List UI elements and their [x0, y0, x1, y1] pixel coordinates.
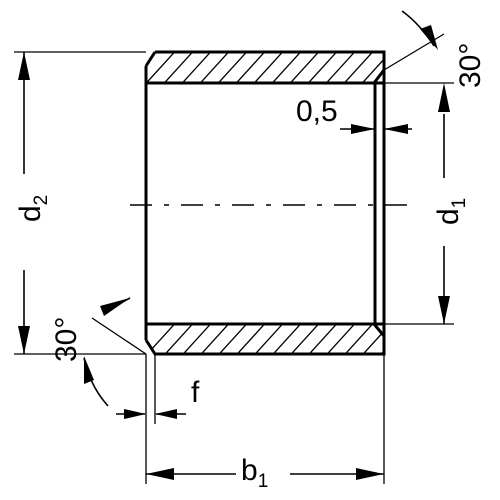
top-angle-dimension	[383, 10, 445, 71]
top-angle-label: 30°	[454, 43, 487, 88]
d1-label: d1	[432, 198, 470, 225]
chamfer-gap-label: 0,5	[296, 95, 338, 128]
b1-dimension	[146, 354, 385, 484]
f-label: f	[191, 376, 200, 409]
bushing-outline	[144, 50, 386, 356]
f-dimension	[116, 354, 186, 484]
chamfer-gap-dimension	[340, 83, 412, 152]
d1-dimension	[384, 82, 454, 325]
d2-dimension	[14, 51, 146, 355]
b1-label: b1	[241, 454, 268, 492]
bottom-angle-dimension	[83, 297, 147, 407]
d2-label: d2	[14, 195, 52, 222]
bottom-angle-label: 30°	[50, 317, 83, 362]
